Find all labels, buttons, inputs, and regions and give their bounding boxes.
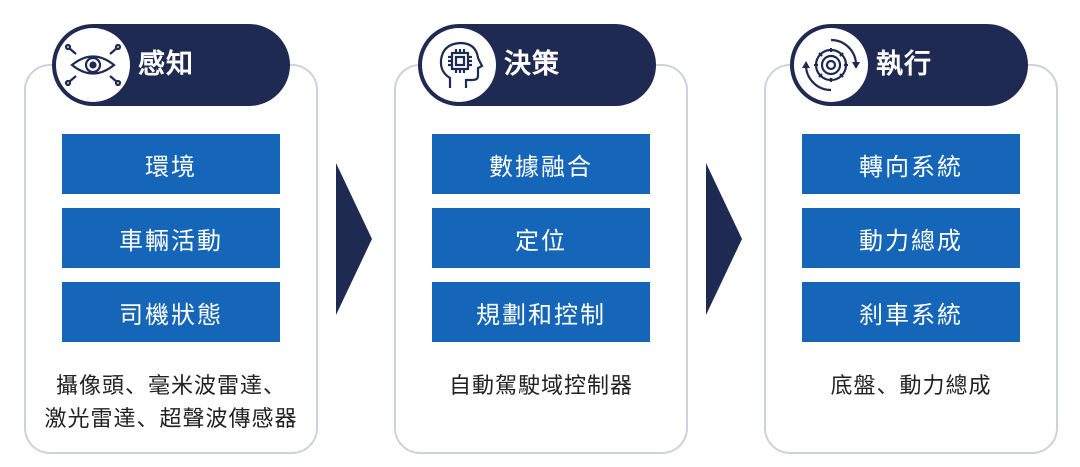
decision-item-2: 定位 <box>432 208 650 268</box>
execution-caption: 底盤、動力總成 <box>766 370 1056 403</box>
perception-header: 感知 <box>52 24 290 106</box>
perception-item-3: 司機狀態 <box>62 282 280 342</box>
execution-card: 轉向系統 動力總成 刹車系統 底盤、動力總成 <box>764 64 1058 454</box>
execution-title: 執行 <box>876 49 932 80</box>
decision-card: 數據融合 定位 規劃和控制 自動駕駛域控制器 <box>394 64 688 454</box>
perception-title: 感知 <box>138 49 194 80</box>
execution-item-1: 轉向系統 <box>802 134 1020 194</box>
perception-caption-line-2: 激光雷達、超聲波傳感器 <box>44 407 298 432</box>
perception-caption: 攝像頭、毫米波雷達、 激光雷達、超聲波傳感器 <box>26 370 316 436</box>
decision-item-1: 數據融合 <box>432 134 650 194</box>
decision-title: 決策 <box>504 49 560 80</box>
arrow-right-icon <box>336 163 372 315</box>
decision-caption-line-1: 自動駕駛域控制器 <box>448 374 633 399</box>
perception-item-2: 車輛活動 <box>62 208 280 268</box>
head-chip-icon <box>422 28 496 102</box>
decision-caption: 自動駕駛域控制器 <box>396 370 686 403</box>
decision-item-3: 規劃和控制 <box>432 282 650 342</box>
execution-item-3: 刹車系統 <box>802 282 1020 342</box>
eye-circuit-icon <box>56 28 130 102</box>
gear-cycle-icon <box>794 28 868 102</box>
execution-header: 執行 <box>790 24 1028 106</box>
perception-item-1: 環境 <box>62 134 280 194</box>
perception-caption-line-1: 攝像頭、毫米波雷達、 <box>55 374 286 399</box>
execution-caption-line-1: 底盤、動力總成 <box>830 374 992 399</box>
perception-card: 環境 車輛活動 司機狀態 攝像頭、毫米波雷達、 激光雷達、超聲波傳感器 <box>24 64 318 454</box>
execution-item-2: 動力總成 <box>802 208 1020 268</box>
arrow-right-icon <box>706 163 742 315</box>
decision-header: 決策 <box>418 24 656 106</box>
